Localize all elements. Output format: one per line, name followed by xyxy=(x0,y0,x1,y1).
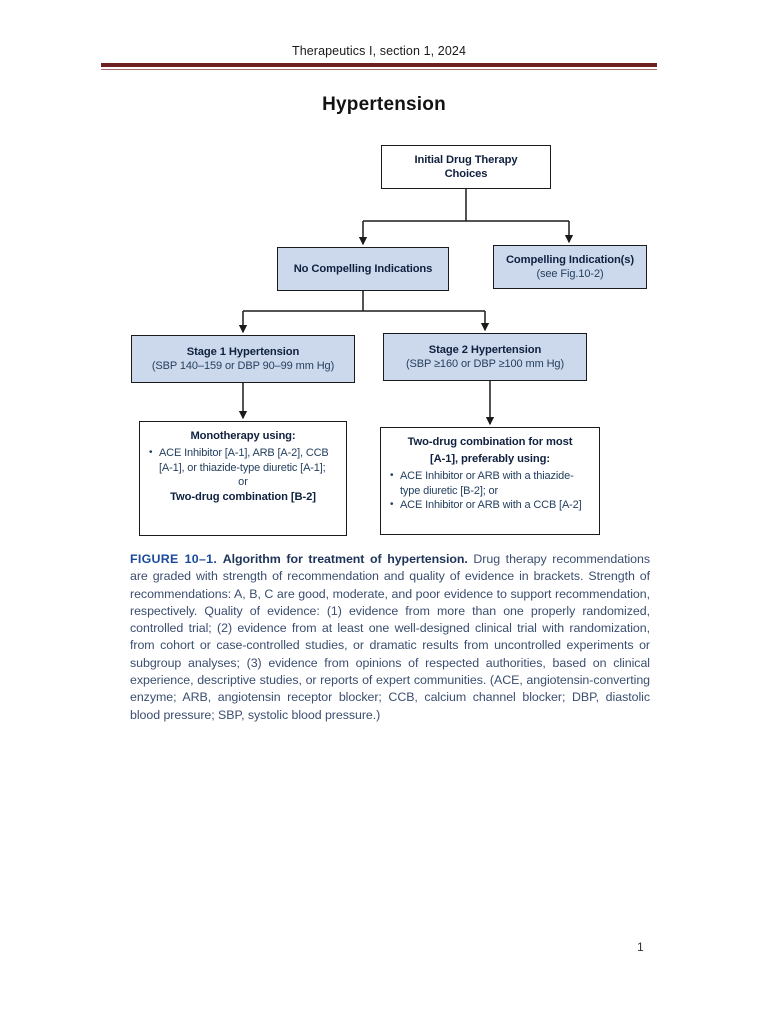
running-head: Therapeutics I, section 1, 2024 xyxy=(101,44,657,59)
header-rule-thick xyxy=(101,63,657,67)
node-monotherapy-title: Monotherapy using: xyxy=(190,430,296,442)
node-initial-line2: Choices xyxy=(444,168,488,180)
node-stage1-criteria: (SBP 140–159 or DBP 90–99 mm Hg) xyxy=(151,360,335,372)
node-compelling-reference: (see Fig.10-2) xyxy=(536,268,604,280)
node-monotherapy[interactable]: Monotherapy using: ACE Inhibitor [A-1], … xyxy=(139,421,347,536)
node-two-drug-bullet-list: ACE Inhibitor or ARB with a thiazide-typ… xyxy=(389,469,591,513)
running-head-text: Therapeutics I, section 1, 2024 xyxy=(291,44,467,58)
node-initial-line1: Initial Drug Therapy xyxy=(414,154,518,166)
node-stage1-label: Stage 1 Hypertension xyxy=(186,346,300,358)
node-two-drug-combination[interactable]: Two-drug combination for most [A-1], pre… xyxy=(380,427,600,535)
node-stage-2-hypertension[interactable]: Stage 2 Hypertension (SBP ≥160 or DBP ≥1… xyxy=(383,333,587,381)
node-initial-drug-therapy-choices[interactable]: Initial Drug Therapy Choices xyxy=(381,145,551,189)
figure-caption-body: Drug therapy recommendations are graded … xyxy=(130,552,651,722)
node-stage2-label: Stage 2 Hypertension xyxy=(428,344,542,356)
node-two-drug-title-line1: Two-drug combination for most xyxy=(407,436,573,448)
node-compelling-indications[interactable]: Compelling Indication(s) (see Fig.10-2) xyxy=(493,245,647,289)
node-no-compelling-indications[interactable]: No Compelling Indications xyxy=(277,247,449,291)
list-item: ACE Inhibitor [A-1], ARB [A-2], CCB [A-1… xyxy=(148,446,338,475)
node-compelling-label: Compelling Indication(s) xyxy=(505,254,635,266)
node-stage2-criteria: (SBP ≥160 or DBP ≥100 mm Hg) xyxy=(405,358,565,370)
figure-caption: FIGURE 10–1. Algorithm for treatment of … xyxy=(130,551,650,724)
page-title: Hypertension xyxy=(322,94,446,115)
node-monotherapy-connector: or xyxy=(238,476,248,488)
node-monotherapy-footer: Two-drug combination [B-2] xyxy=(170,490,316,503)
node-monotherapy-bullet-list: ACE Inhibitor [A-1], ARB [A-2], CCB [A-1… xyxy=(148,446,338,475)
list-item: ACE Inhibitor or ARB with a thiazide-typ… xyxy=(389,469,591,498)
figure-caption-label: FIGURE 10–1. xyxy=(130,552,218,566)
node-stage-1-hypertension[interactable]: Stage 1 Hypertension (SBP 140–159 or DBP… xyxy=(131,335,355,383)
flowchart-figure: Initial Drug Therapy Choices No Compelli… xyxy=(0,0,768,560)
node-no-compelling-label: No Compelling Indications xyxy=(293,263,433,275)
list-item: ACE Inhibitor or ARB with a CCB [A-2] xyxy=(389,498,591,513)
header-rule-thin xyxy=(101,69,657,70)
flowchart-connectors xyxy=(238,189,574,426)
page-number: 1 xyxy=(637,940,644,954)
figure-caption-bold-title: Algorithm for treatment of hypertension. xyxy=(222,552,468,566)
node-two-drug-title-line2: [A-1], preferably using: xyxy=(429,453,551,465)
